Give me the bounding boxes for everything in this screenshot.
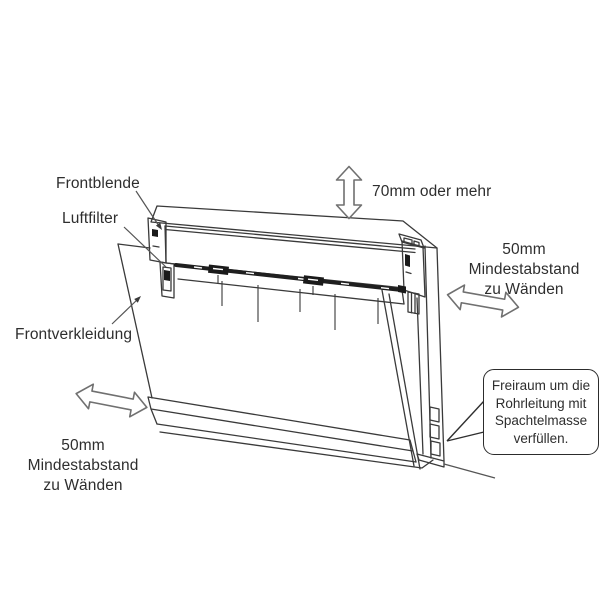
air-filter-row xyxy=(174,263,405,330)
right-side-column xyxy=(416,245,445,468)
pipe-callout-line1: Freiraum um die xyxy=(491,378,591,393)
pipe-callout-line3: Spachtelmasse xyxy=(494,413,588,428)
right-clearance-arrow-icon xyxy=(446,284,520,318)
callout-tail-lines xyxy=(446,400,485,442)
frontverkleidung-leader-line xyxy=(111,296,141,325)
vertical-clearance-arrow-icon xyxy=(335,165,363,220)
left-clearance-label: 50mm Mindestabstand zu Wänden xyxy=(4,436,162,496)
luftfilter-leader-line xyxy=(123,226,167,268)
right-clearance-label: 50mm Mindestabstand zu Wänden xyxy=(448,240,600,300)
frontverkleidung-label: Frontverkleidung xyxy=(15,326,133,343)
pipe-callout-line4: verfüllen. xyxy=(513,430,569,446)
frontblende-leader-line xyxy=(135,190,162,230)
pipe-callout: Freiraum um die Rohrleitung mit Spachtel… xyxy=(483,369,599,455)
right-end-cap xyxy=(398,233,426,315)
top-clearance-label: 70mm oder mehr xyxy=(372,183,492,200)
left-clearance-line2: zu Wänden xyxy=(43,477,123,494)
pipe-cover xyxy=(429,406,441,457)
frontblende-label: Frontblende xyxy=(56,175,140,192)
floor-line xyxy=(443,463,496,479)
right-clearance-line2: zu Wänden xyxy=(484,281,564,298)
left-clearance-arrow-icon xyxy=(75,383,148,418)
right-clearance-line1: 50mm Mindestabstand xyxy=(468,241,580,278)
left-end-cap xyxy=(147,217,175,299)
pipe-callout-line2: Rohrleitung mit xyxy=(495,395,587,411)
left-clearance-line1: 50mm Mindestabstand xyxy=(27,437,139,474)
luftfilter-label: Luftfilter xyxy=(62,210,119,227)
